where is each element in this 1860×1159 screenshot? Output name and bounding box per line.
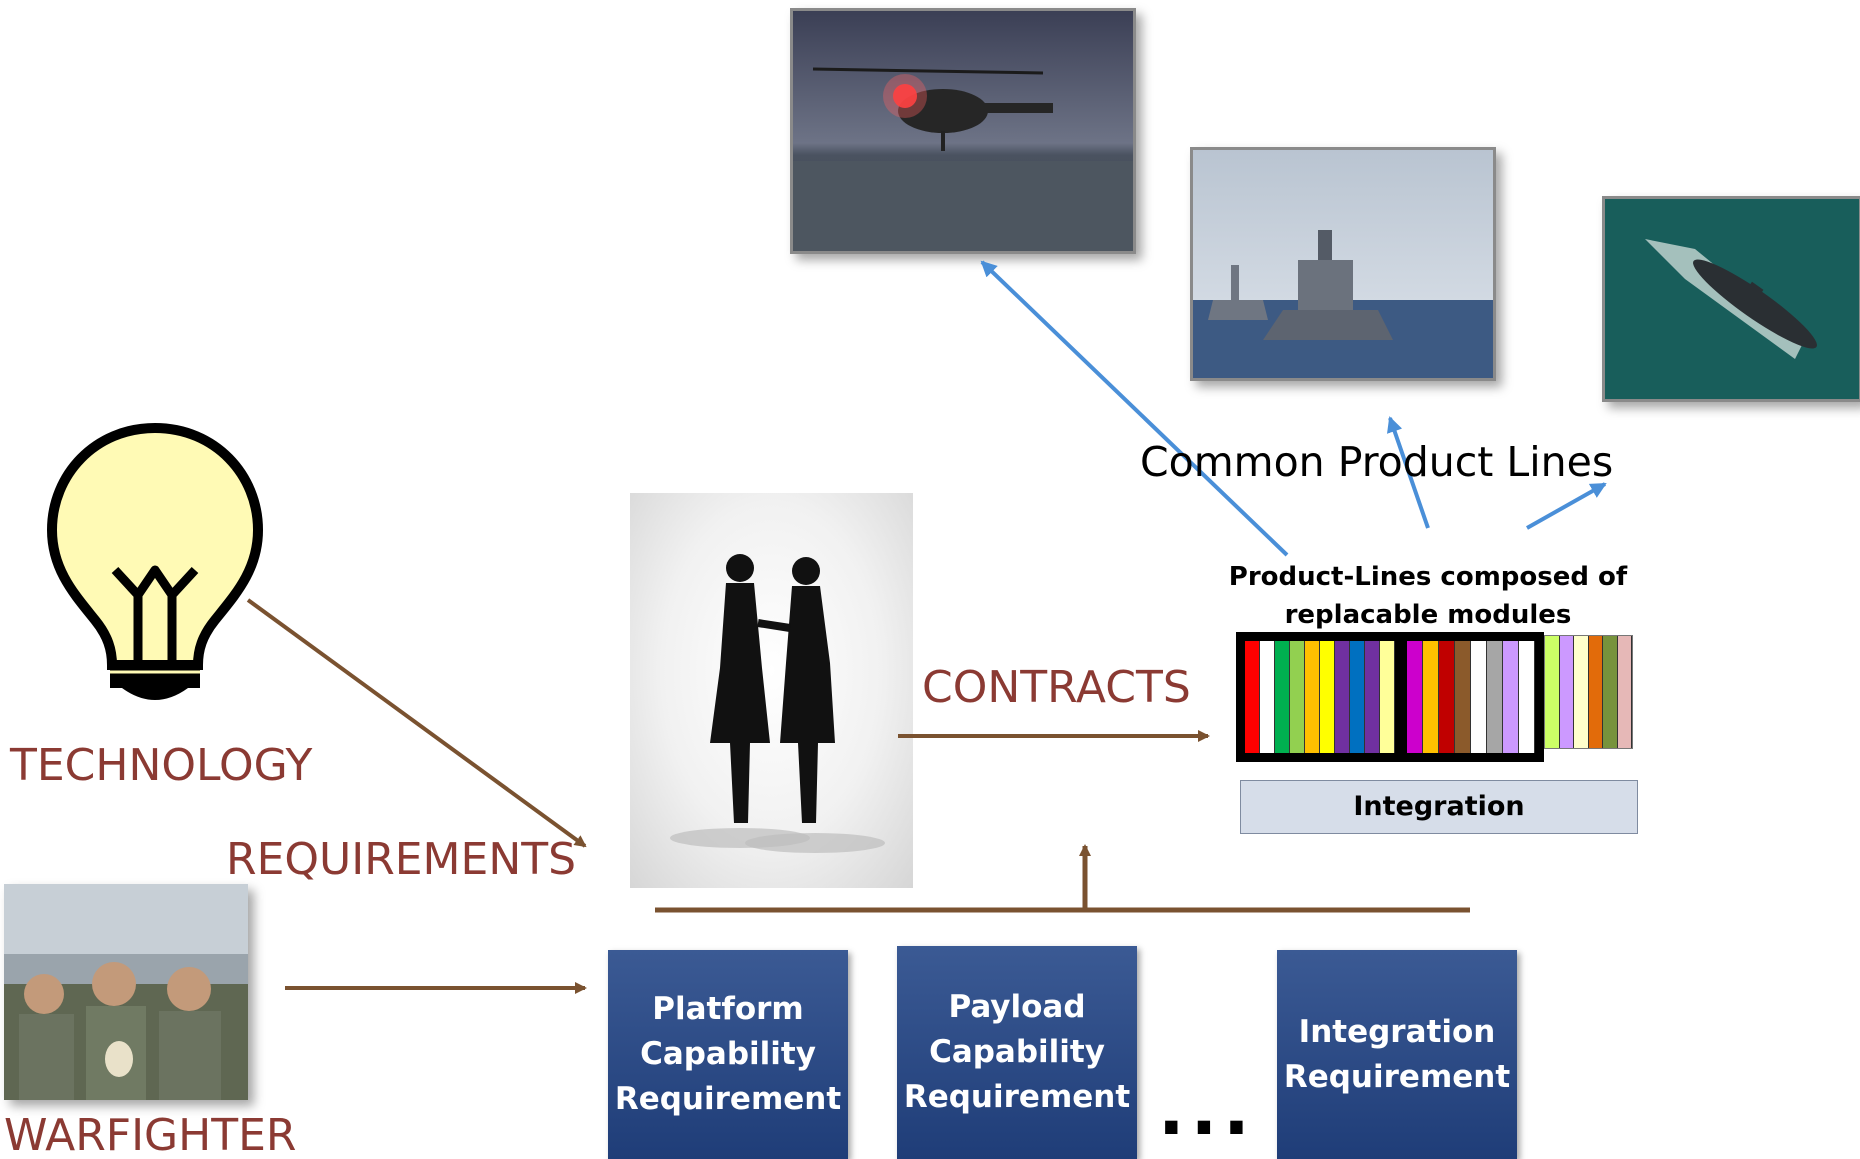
to-destroyer-arrow — [1387, 416, 1430, 529]
module-stripe — [1335, 641, 1350, 753]
module-stripe — [1603, 636, 1618, 748]
module-stripe — [1574, 636, 1589, 748]
module-stripe — [1471, 641, 1487, 753]
modules-title: Product-Lines composed of replacable mod… — [1228, 562, 1628, 630]
req-box-text: Payload Capability Requirement — [904, 985, 1130, 1120]
integration-bar: Integration — [1240, 780, 1638, 834]
module-stripe — [1423, 641, 1439, 753]
req-box-text: Integration Requirement — [1284, 1010, 1510, 1100]
platform-capability-requirement-box: Platform Capability Requirement — [608, 950, 848, 1159]
module-stripe — [1487, 641, 1503, 753]
module-stripe — [1455, 641, 1471, 753]
warfighter-label: WARFIGHTER — [4, 1110, 297, 1159]
module-stripe — [1365, 641, 1380, 753]
contracts-label: CONTRACTS — [922, 662, 1191, 713]
handshake-silhouette — [630, 493, 913, 888]
req-line: Platform — [652, 991, 804, 1027]
module-stripe — [1439, 641, 1455, 753]
module-stripe — [1407, 641, 1423, 753]
module-stripe — [1320, 641, 1335, 753]
module-stripe — [1588, 636, 1603, 748]
helicopter-photo — [790, 8, 1136, 254]
payload-capability-requirement-box: Payload Capability Requirement — [897, 946, 1137, 1159]
technology-arrow — [246, 598, 587, 848]
warfighter-photo — [4, 884, 248, 1100]
module-stripe — [1380, 641, 1395, 753]
submarine-photo — [1602, 196, 1860, 402]
module-stripe — [1275, 641, 1290, 753]
req-line: Payload — [948, 989, 1086, 1025]
requirements-label: REQUIREMENTS — [226, 834, 577, 885]
req-line: Requirement — [614, 1081, 842, 1117]
req-line: Requirement — [903, 1079, 1131, 1115]
module-stripe — [1260, 641, 1275, 753]
module-stripe — [1245, 641, 1260, 753]
module-stripe — [1545, 636, 1560, 748]
module-stripe — [1519, 641, 1535, 753]
module-stripe — [1503, 641, 1519, 753]
integration-requirement-box: Integration Requirement — [1277, 950, 1517, 1159]
req-box-text: Platform Capability Requirement — [615, 987, 841, 1122]
req-line: Capability — [929, 1034, 1105, 1070]
destroyer-photo — [1190, 147, 1496, 381]
module-group-2 — [1401, 632, 1544, 762]
module-strip — [1236, 632, 1636, 780]
module-stripe — [1350, 641, 1365, 753]
to-helicopter-arrow — [980, 260, 1289, 557]
req-line: Integration — [1298, 1013, 1496, 1050]
module-group-3 — [1544, 635, 1633, 749]
ellipsis: ... — [1158, 1069, 1256, 1151]
module-stripe — [1617, 636, 1632, 748]
req-line: Capability — [640, 1036, 816, 1072]
common-product-lines-label: Common Product Lines — [1140, 438, 1614, 486]
module-stripe — [1559, 636, 1574, 748]
lightbulb-icon — [46, 422, 264, 700]
to-submarine-arrow — [1526, 482, 1607, 530]
module-stripe — [1305, 641, 1320, 753]
req-line: Requirement — [1283, 1058, 1511, 1095]
module-stripe — [1290, 641, 1305, 753]
module-group-1 — [1236, 632, 1401, 762]
technology-label: TECHNOLOGY — [10, 740, 313, 791]
